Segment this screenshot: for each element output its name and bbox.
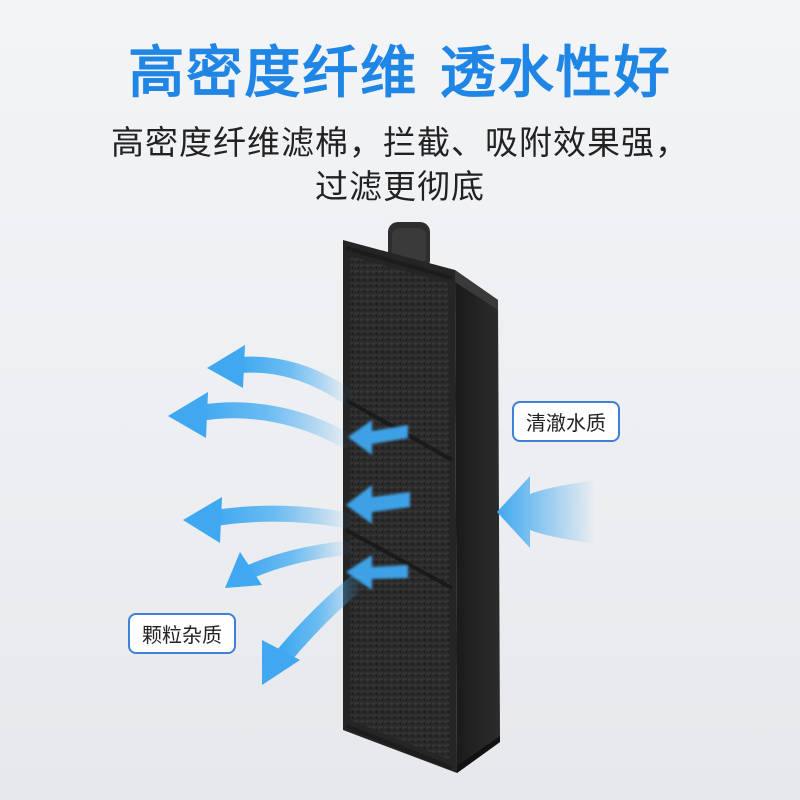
clear-water-label: 清澈水质: [512, 401, 620, 442]
headline: 高密度纤维 透水性好: [128, 41, 672, 106]
filter-frame-side: [455, 270, 500, 773]
subtitle-line-1: 高密度纤维滤棉，拦截、吸附效果强，: [111, 123, 689, 162]
particle-impurities-label: 颗粒杂质: [128, 613, 236, 654]
flow-out-arrows-icon: [192, 356, 369, 667]
flow-out-arrowheads: [168, 345, 300, 685]
subtitle-line-2: 过滤更彻底: [315, 167, 485, 206]
water-in-arrow-icon: [497, 476, 595, 548]
